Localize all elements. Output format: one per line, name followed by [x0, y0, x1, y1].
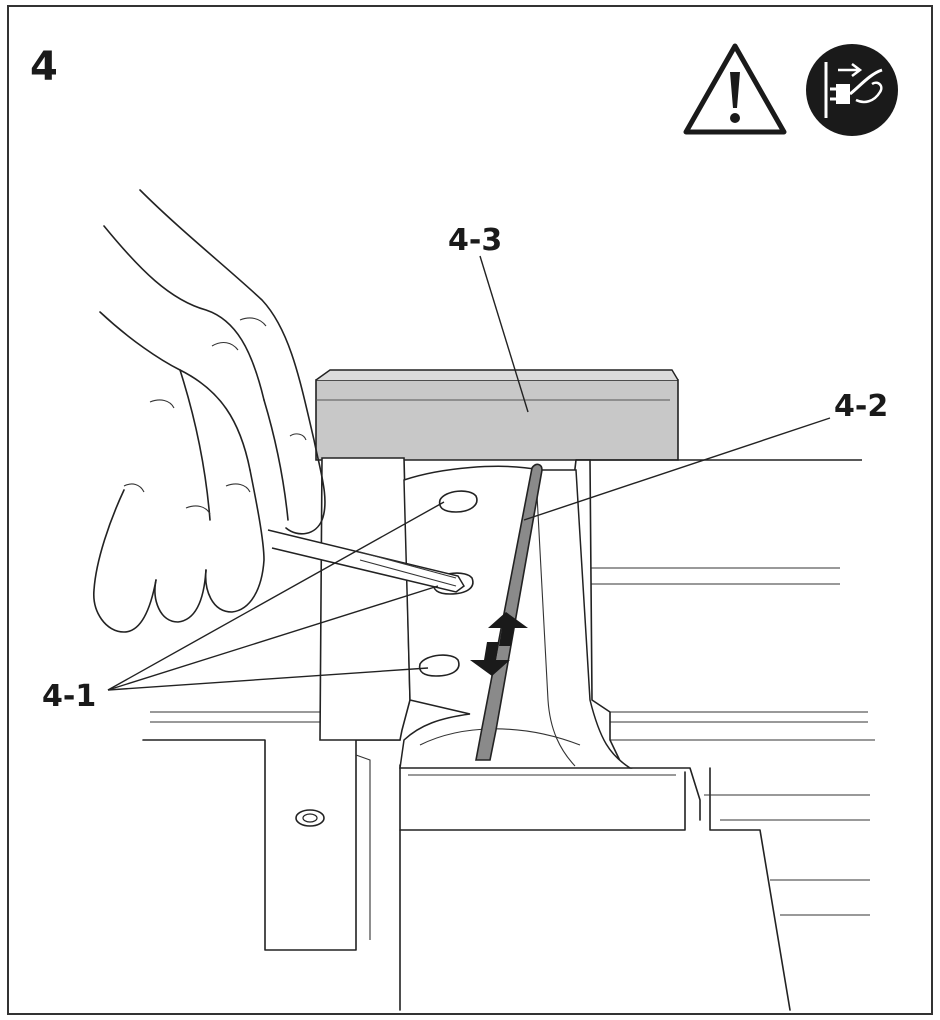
latch-pin	[418, 654, 460, 677]
double-arrow-icon	[470, 612, 528, 676]
leader-lines	[107, 255, 831, 691]
label-blade: 4-2	[834, 389, 888, 424]
blade-cover	[315, 369, 679, 461]
step-number: 4	[30, 44, 58, 90]
unplug-icon	[806, 44, 898, 136]
label-latch-pins: 4-1	[42, 679, 96, 714]
warning-icon	[683, 43, 787, 135]
hand-with-tool	[93, 189, 465, 633]
leader-4-1-b	[107, 585, 439, 691]
leader-4-1-c	[107, 667, 429, 691]
saw-blade	[475, 463, 543, 761]
leader-4-2	[523, 417, 831, 521]
latch-pin	[438, 490, 478, 513]
left-plate	[319, 457, 411, 741]
label-cover: 4-3	[448, 223, 502, 258]
leader-4-3	[479, 255, 529, 413]
leader-4-1-a	[107, 501, 445, 691]
